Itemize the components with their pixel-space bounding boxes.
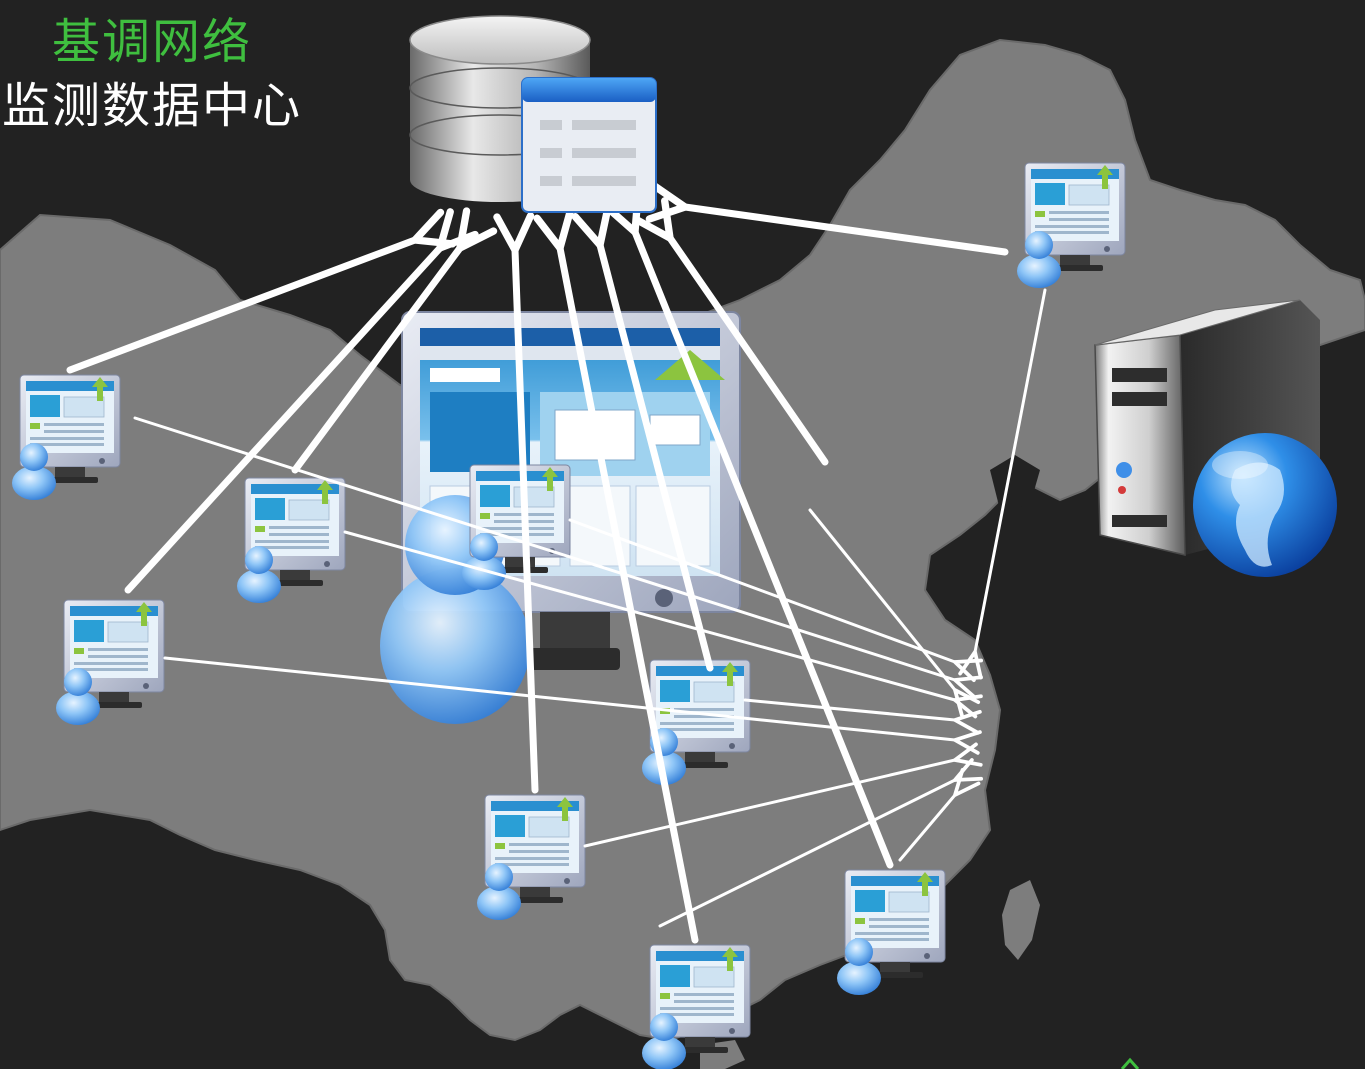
globe-icon: [1193, 433, 1337, 577]
title-line-1: 基调网络: [52, 14, 253, 70]
thin-arrows: [133, 288, 1047, 928]
monitor-user-icon: [836, 869, 946, 996]
title-line-2: 监测数据中心: [2, 78, 303, 134]
thick-arrows: [66, 182, 1009, 944]
central-monitor: [380, 311, 741, 724]
data-sheet-icon: [521, 77, 657, 213]
